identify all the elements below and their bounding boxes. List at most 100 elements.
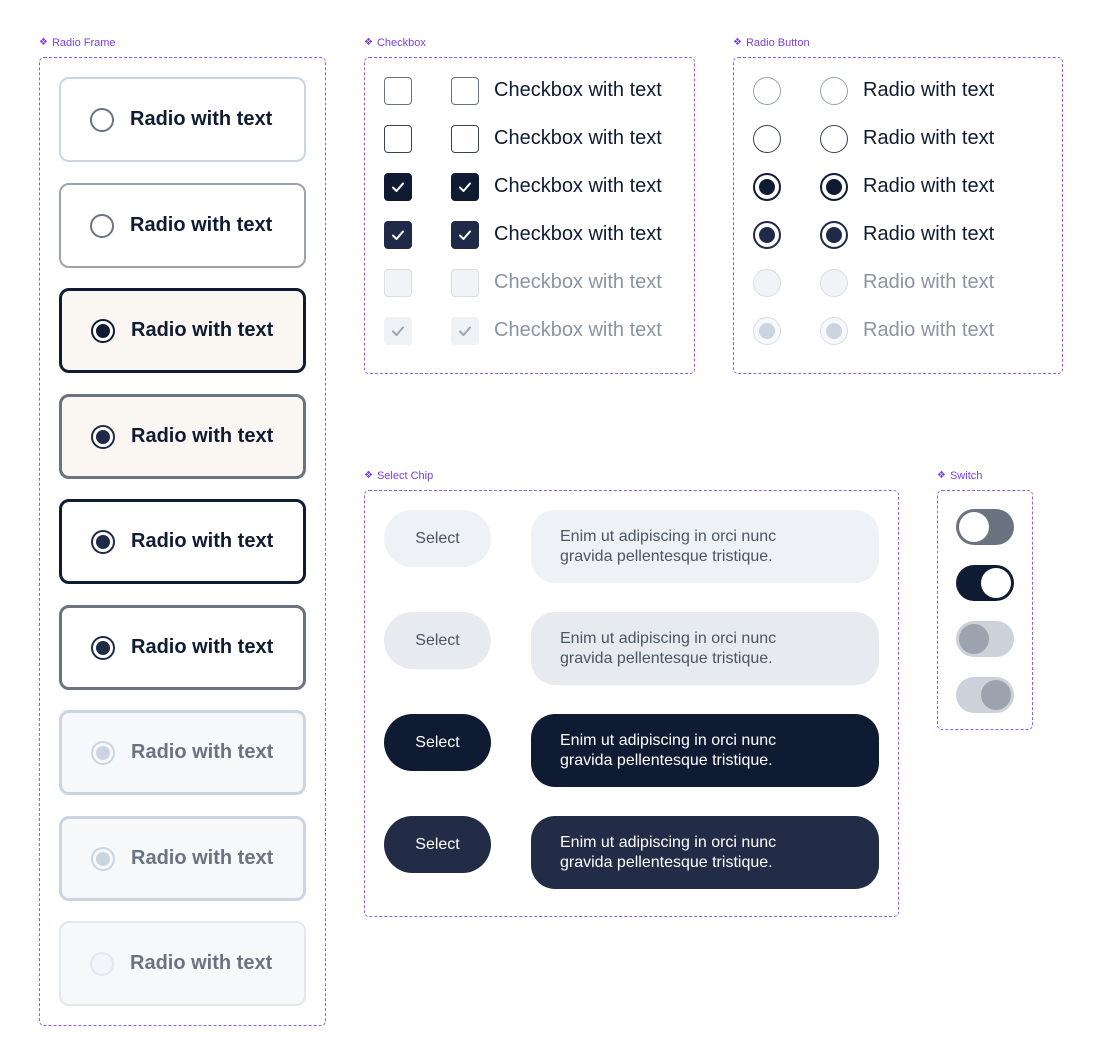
checkbox[interactable] (451, 77, 479, 105)
radio-icon (90, 213, 114, 238)
radio-frame-card[interactable]: Radio with text (59, 394, 306, 479)
checkbox-checked[interactable] (384, 221, 412, 249)
section-label-checkbox: ❖ Checkbox (364, 37, 426, 49)
radio-button-label: Radio with text (863, 79, 995, 101)
checkbox-disabled (451, 269, 479, 297)
component-diamond-icon: ❖ (39, 37, 48, 48)
check-icon (459, 182, 471, 192)
radio-button[interactable] (753, 125, 781, 153)
chip-text-line: Enim ut adipiscing in orci nunc (560, 629, 777, 647)
checkbox[interactable] (384, 125, 412, 153)
radio-frame-label: Radio with text (131, 319, 274, 341)
radio-frame-card[interactable]: Radio with text (59, 77, 306, 162)
checkbox-group: Checkbox with text Checkbox with text Ch… (364, 57, 695, 374)
check-icon (459, 326, 471, 336)
chip-text-line: gravida pellentesque tristique. (560, 649, 773, 667)
checkbox-label: Checkbox with text (494, 319, 662, 341)
checkbox-checked[interactable] (451, 173, 479, 201)
checkbox-label: Checkbox with text (494, 79, 662, 101)
switch-toggle[interactable] (956, 565, 1014, 601)
checkbox-label: Checkbox with text (494, 223, 662, 245)
radio-selected-icon (91, 424, 115, 449)
radio-frame-card[interactable]: Radio with text (59, 288, 306, 373)
radio-button-selected[interactable] (820, 221, 848, 249)
select-chip[interactable]: Select (384, 714, 491, 771)
switch-toggle (956, 621, 1014, 657)
chip-text-line: Enim ut adipiscing in orci nunc (560, 833, 777, 851)
radio-button-label: Radio with text (863, 271, 995, 293)
select-chip-long[interactable]: Enim ut adipiscing in orci nunc gravida … (531, 714, 879, 787)
section-label-switch: ❖ Switch (937, 470, 983, 482)
radio-button-disabled (753, 269, 781, 297)
component-diamond-icon: ❖ (733, 37, 742, 48)
radio-selected-icon (91, 635, 115, 660)
radio-frame-label: Radio with text (131, 530, 274, 552)
chip-text-line: gravida pellentesque tristique. (560, 751, 773, 769)
radio-selected-icon (91, 318, 115, 343)
chip-text-line: Enim ut adipiscing in orci nunc (560, 527, 777, 545)
radio-button-label: Radio with text (863, 175, 995, 197)
radio-button-selected[interactable] (820, 173, 848, 201)
select-chip[interactable]: Select (384, 510, 491, 567)
checkbox-label: Checkbox with text (494, 175, 662, 197)
select-chip-long[interactable]: Enim ut adipiscing in orci nunc gravida … (531, 816, 879, 889)
select-chip-long[interactable]: Enim ut adipiscing in orci nunc gravida … (531, 612, 879, 685)
radio-button-group: Radio with text Radio with text Radio wi… (733, 57, 1063, 374)
radio-frame-label: Radio with text (131, 425, 274, 447)
select-chip-group: Select Enim ut adipiscing in orci nunc g… (364, 490, 899, 917)
section-label-radio-frame: ❖ Radio Frame (39, 37, 116, 49)
switch-knob (981, 568, 1011, 598)
radio-button-label: Radio with text (863, 127, 995, 149)
component-diamond-icon: ❖ (364, 37, 373, 48)
radio-button-label: Radio with text (863, 223, 995, 245)
checkbox-disabled (384, 269, 412, 297)
radio-button-disabled-selected (753, 317, 781, 345)
checkbox-label: Checkbox with text (494, 271, 662, 293)
check-icon (459, 230, 471, 240)
radio-icon (90, 107, 114, 132)
radio-button-label: Radio with text (863, 319, 995, 341)
radio-frame-card: Radio with text (59, 816, 306, 901)
radio-frame-label: Radio with text (130, 214, 273, 236)
checkbox[interactable] (384, 77, 412, 105)
radio-frame-card: Radio with text (59, 710, 306, 795)
radio-frame-group: Radio with text Radio with text Radio wi… (39, 57, 326, 1026)
radio-frame-label: Radio with text (131, 847, 274, 869)
radio-frame-card[interactable]: Radio with text (59, 183, 306, 268)
chip-text-line: gravida pellentesque tristique. (560, 853, 773, 871)
radio-button[interactable] (820, 125, 848, 153)
checkbox-checked[interactable] (451, 221, 479, 249)
select-chip-long[interactable]: Enim ut adipiscing in orci nunc gravida … (531, 510, 879, 583)
chip-text-line: Enim ut adipiscing in orci nunc (560, 731, 777, 749)
radio-button[interactable] (753, 77, 781, 105)
radio-button-selected[interactable] (753, 221, 781, 249)
checkbox-label: Checkbox with text (494, 127, 662, 149)
checkbox-checked[interactable] (384, 173, 412, 201)
radio-frame-card[interactable]: Radio with text (59, 499, 306, 584)
radio-icon (90, 951, 114, 976)
check-icon (392, 182, 404, 192)
switch-group (937, 490, 1033, 730)
radio-button-disabled (820, 269, 848, 297)
select-chip[interactable]: Select (384, 612, 491, 669)
radio-selected-icon (91, 529, 115, 554)
select-chip[interactable]: Select (384, 816, 491, 873)
checkbox[interactable] (451, 125, 479, 153)
checkbox-disabled-checked (384, 317, 412, 345)
section-label-radio-button: ❖ Radio Button (733, 37, 810, 49)
switch-toggle[interactable] (956, 509, 1014, 545)
switch-knob (959, 512, 989, 542)
check-icon (392, 326, 404, 336)
chip-text-line: gravida pellentesque tristique. (560, 547, 773, 565)
radio-button-selected[interactable] (753, 173, 781, 201)
component-diamond-icon: ❖ (364, 470, 373, 481)
radio-selected-icon (91, 846, 115, 871)
radio-button[interactable] (820, 77, 848, 105)
radio-frame-label: Radio with text (130, 952, 273, 974)
radio-frame-label: Radio with text (130, 108, 273, 130)
radio-frame-card: Radio with text (59, 921, 306, 1006)
radio-frame-card[interactable]: Radio with text (59, 605, 306, 690)
radio-selected-icon (91, 740, 115, 765)
section-label-select-chip: ❖ Select Chip (364, 470, 434, 482)
check-icon (392, 230, 404, 240)
